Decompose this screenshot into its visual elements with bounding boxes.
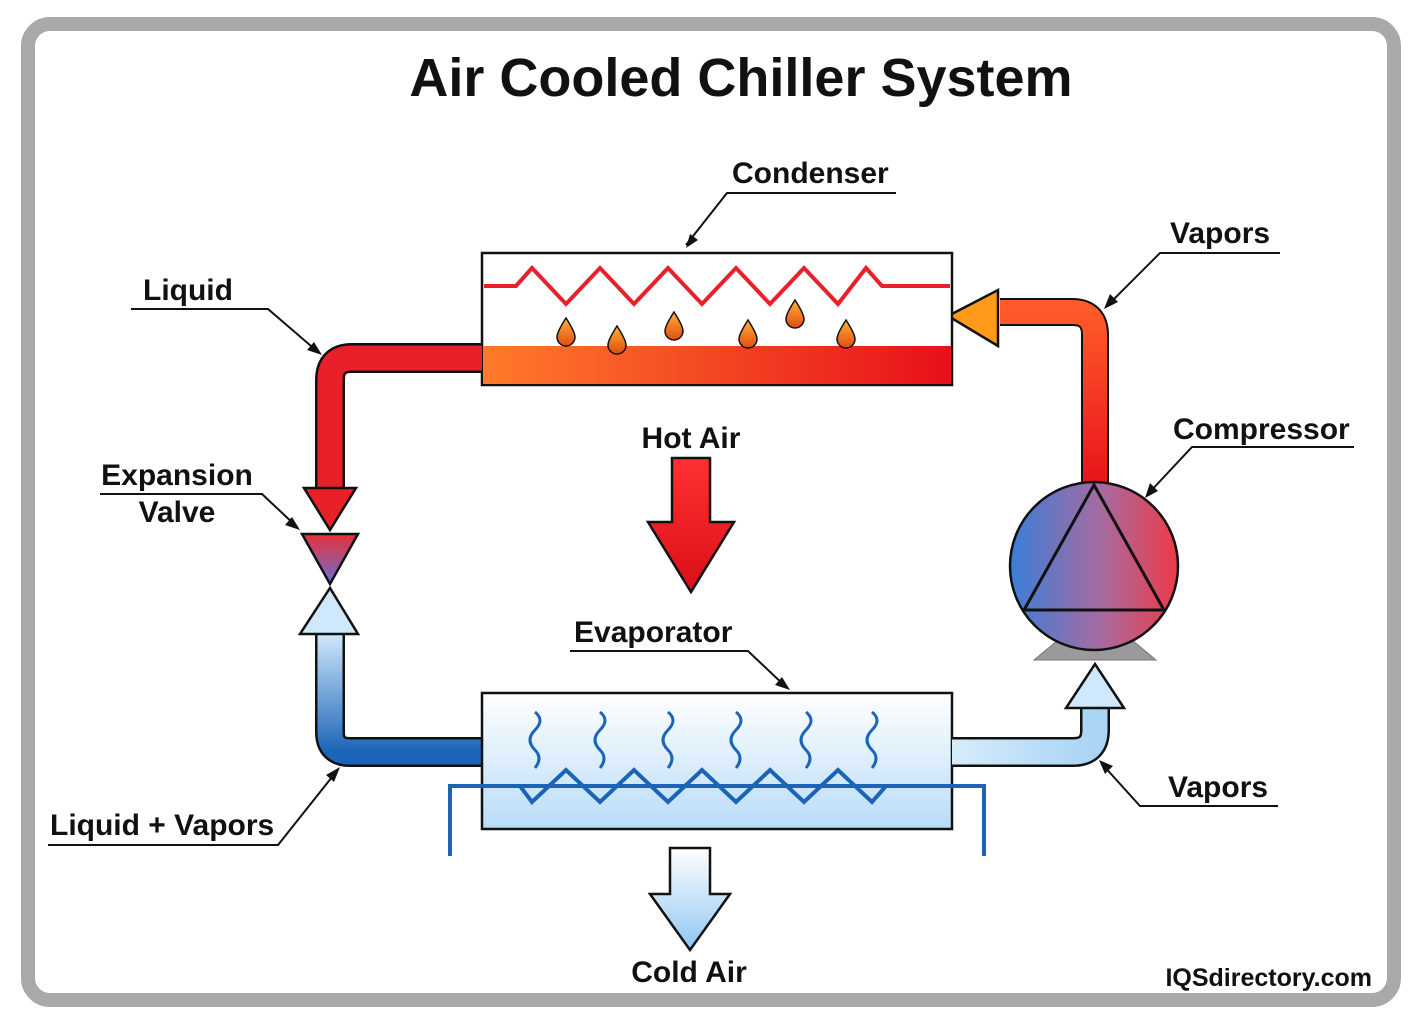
page-title: Air Cooled Chiller System <box>409 48 1072 108</box>
liquid-vapor-arrowhead <box>297 585 361 636</box>
liquid-vapor-pipe <box>297 585 482 767</box>
expansion-valve-label-line1: Expansion <box>101 459 253 492</box>
expansion-valve-leader <box>100 493 297 527</box>
hot-air-arrow <box>645 456 737 595</box>
liquid-vapors-leader <box>48 771 337 846</box>
liquid-leader <box>131 308 319 353</box>
liquid-vapors-label: Liquid + Vapors <box>50 809 274 842</box>
condenser-label: Condenser <box>732 157 889 190</box>
evaporation-waves <box>528 710 879 769</box>
condensate-drops <box>556 298 856 355</box>
condenser-leader <box>685 192 896 246</box>
vapor-supply-pipe <box>945 287 1109 492</box>
liquid-label: Liquid <box>143 274 233 307</box>
suction-arrowhead <box>1063 661 1127 710</box>
evaporator-leader <box>570 650 787 688</box>
compressor-label: Compressor <box>1173 413 1350 446</box>
vapor-arrowhead <box>945 287 1000 349</box>
expansion-valve <box>299 532 361 587</box>
condenser <box>480 251 954 387</box>
vapors-bottom-label: Vapors <box>1168 771 1268 804</box>
brand-watermark: IQSdirectory.com <box>1165 964 1372 992</box>
condenser-liquid-pool <box>483 346 951 384</box>
evaporator-label: Evaporator <box>574 616 733 649</box>
expansion-valve-label-line2: Valve <box>139 496 216 529</box>
hot-air-label: Hot Air <box>642 422 741 455</box>
compressor-leader <box>1147 446 1354 495</box>
liquid-arrowhead <box>301 486 359 533</box>
vapors-top-label: Vapors <box>1170 217 1270 250</box>
vapor-suction-pipe <box>952 661 1127 767</box>
vapors-top-leader <box>1107 252 1280 306</box>
condenser-coil <box>484 264 950 308</box>
vapors-bottom-leader <box>1101 763 1278 807</box>
compressor-triangle <box>1021 481 1167 612</box>
cold-air-label: Cold Air <box>631 956 747 989</box>
evaporator-coil <box>484 767 950 805</box>
compressor <box>1008 480 1180 661</box>
cold-air-arrow <box>647 846 733 953</box>
liquid-line-pipe <box>301 343 482 533</box>
